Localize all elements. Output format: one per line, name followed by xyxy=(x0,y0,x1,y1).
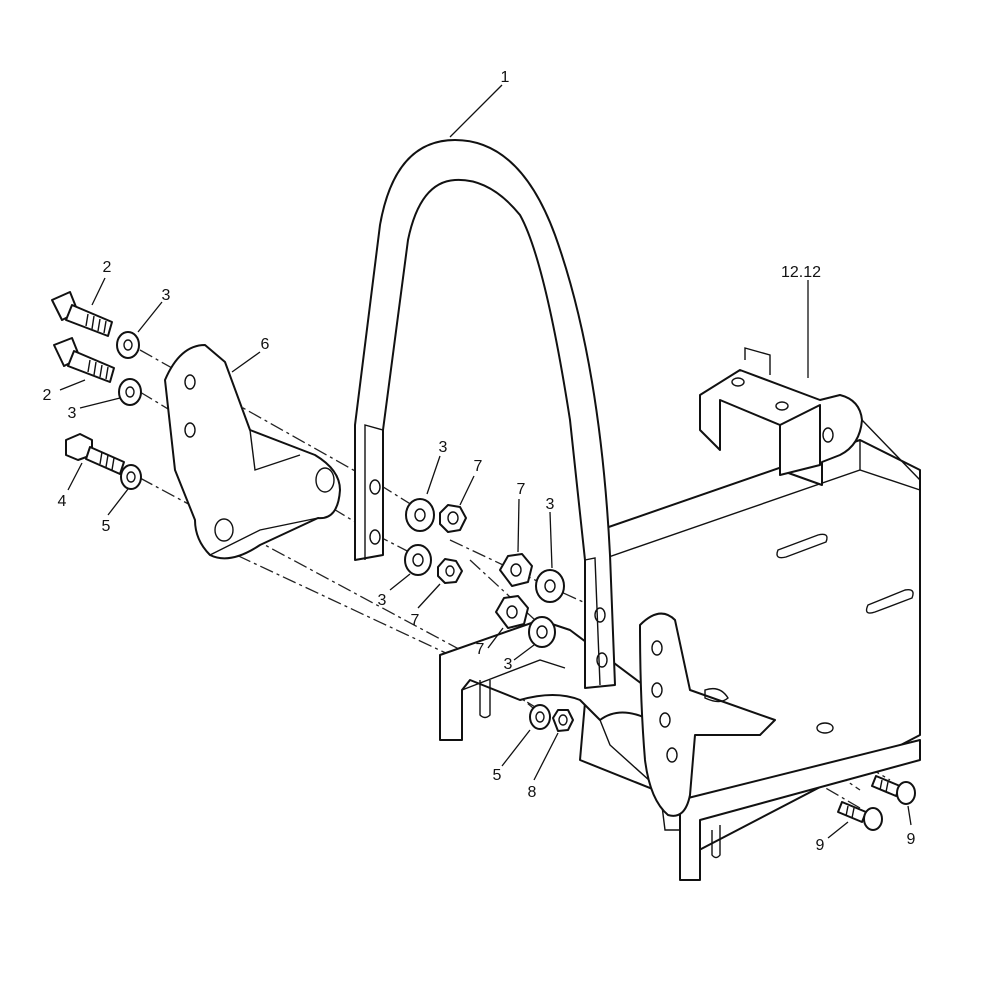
callout-3: 3 xyxy=(439,439,448,456)
nut-7-center-b xyxy=(437,558,463,584)
u-bar-part-1 xyxy=(354,139,616,689)
right-mounting-plate xyxy=(639,612,776,817)
washer-3-right-b xyxy=(528,616,556,648)
washer-5-center xyxy=(529,704,551,730)
leader-lines xyxy=(59,84,912,839)
callout-9: 9 xyxy=(816,837,825,854)
callout-3: 3 xyxy=(378,592,387,609)
callout-7: 7 xyxy=(474,458,483,475)
washer-5-left xyxy=(120,464,142,490)
callout-1: 1 xyxy=(501,69,510,86)
callout-2: 2 xyxy=(43,387,52,404)
washer-3-center-a xyxy=(405,498,435,532)
nut-8 xyxy=(552,709,574,732)
callout-3: 3 xyxy=(68,405,77,422)
callout-4: 4 xyxy=(58,493,67,510)
callout-3: 3 xyxy=(162,287,171,304)
callout-3: 3 xyxy=(546,496,555,513)
washer-3-center-b xyxy=(404,544,432,576)
nut-7-right-b xyxy=(495,595,529,629)
nut-7-center-a xyxy=(439,504,467,533)
bolt-9-upper xyxy=(871,775,916,805)
callout-7: 7 xyxy=(476,641,485,658)
nut-7-right-a xyxy=(499,553,533,587)
callout-8: 8 xyxy=(528,784,537,801)
callout-5: 5 xyxy=(493,767,502,784)
base-frame xyxy=(579,347,921,881)
callout-3: 3 xyxy=(504,656,513,673)
bolt-9-lower xyxy=(837,801,883,831)
left-plate-part-6 xyxy=(164,344,341,560)
callout-5: 5 xyxy=(102,518,111,535)
callout-6: 6 xyxy=(261,336,270,353)
callout-2: 2 xyxy=(103,259,112,276)
bolt-2-lower xyxy=(53,337,115,383)
washer-3-right-a xyxy=(535,569,565,603)
washer-3-left-b xyxy=(118,378,142,406)
reference-label: 12.12 xyxy=(781,264,821,281)
bolt-2-upper xyxy=(51,291,113,337)
bolt-4 xyxy=(65,433,125,475)
washer-3-left-a xyxy=(116,331,140,359)
callout-9: 9 xyxy=(907,831,916,848)
callout-7: 7 xyxy=(517,481,526,498)
callout-labels: 1 2 2 3 3 3 3 3 3 4 5 5 6 7 7 7 7 8 9 9 … xyxy=(43,69,916,854)
callout-7: 7 xyxy=(411,612,420,629)
